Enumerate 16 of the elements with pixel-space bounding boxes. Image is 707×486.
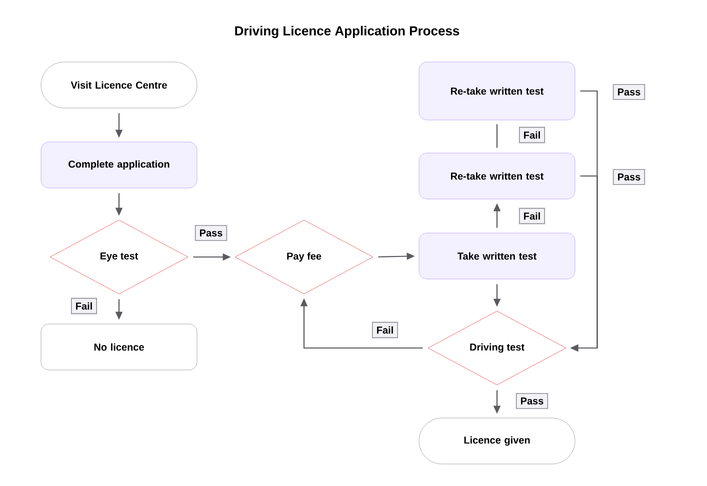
process-box: Re-take written test	[418, 152, 576, 200]
edge-label: Pass	[194, 225, 228, 241]
process-box: Take written test	[418, 232, 576, 280]
terminal-box: Visit Licence Centre	[40, 62, 198, 108]
terminal-box: Licence given	[418, 418, 576, 464]
edge-label: Pass	[612, 169, 646, 185]
edge-label: Fail	[372, 322, 398, 338]
edge-label: Fail	[519, 126, 546, 144]
title: Driving Licence Application Process	[235, 26, 460, 38]
edge-label: Fail	[519, 208, 546, 224]
result-box: No licence	[40, 324, 198, 370]
edge-label: Pass	[612, 84, 646, 100]
edge-label: Fail	[71, 298, 98, 314]
edge-label: Pass	[516, 393, 548, 409]
process-box: Complete application	[40, 142, 198, 188]
process-box: Re-take written test	[418, 62, 576, 120]
